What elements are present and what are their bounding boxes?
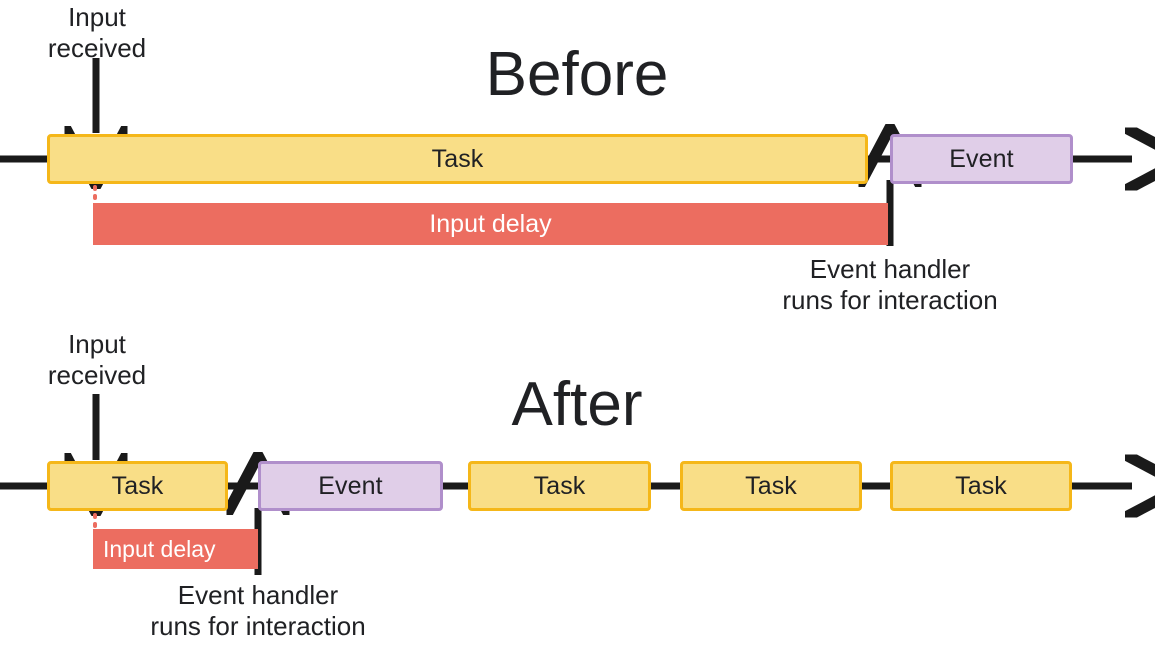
after-task-block-3: Task bbox=[680, 461, 862, 511]
section-title-before: Before bbox=[485, 40, 669, 109]
annotation-event-handler-before: Event handler runs for interaction bbox=[782, 254, 998, 315]
before-task-block: Task bbox=[47, 134, 868, 184]
annotation-event-handler-after: Event handler runs for interaction bbox=[150, 580, 366, 641]
after-task-block-1: Task bbox=[47, 461, 228, 511]
after-event-block: Event bbox=[258, 461, 443, 511]
section-title-after: After bbox=[511, 370, 643, 439]
before-input-delay-bar: Input delay bbox=[93, 203, 888, 245]
after-task-block-4: Task bbox=[890, 461, 1072, 511]
annotation-input-received-after: Input received bbox=[47, 329, 147, 390]
after-input-delay-bar: Input delay bbox=[93, 529, 258, 569]
before-event-block: Event bbox=[890, 134, 1073, 184]
after-task-block-2: Task bbox=[468, 461, 651, 511]
annotation-input-received-before: Input received bbox=[47, 2, 147, 63]
